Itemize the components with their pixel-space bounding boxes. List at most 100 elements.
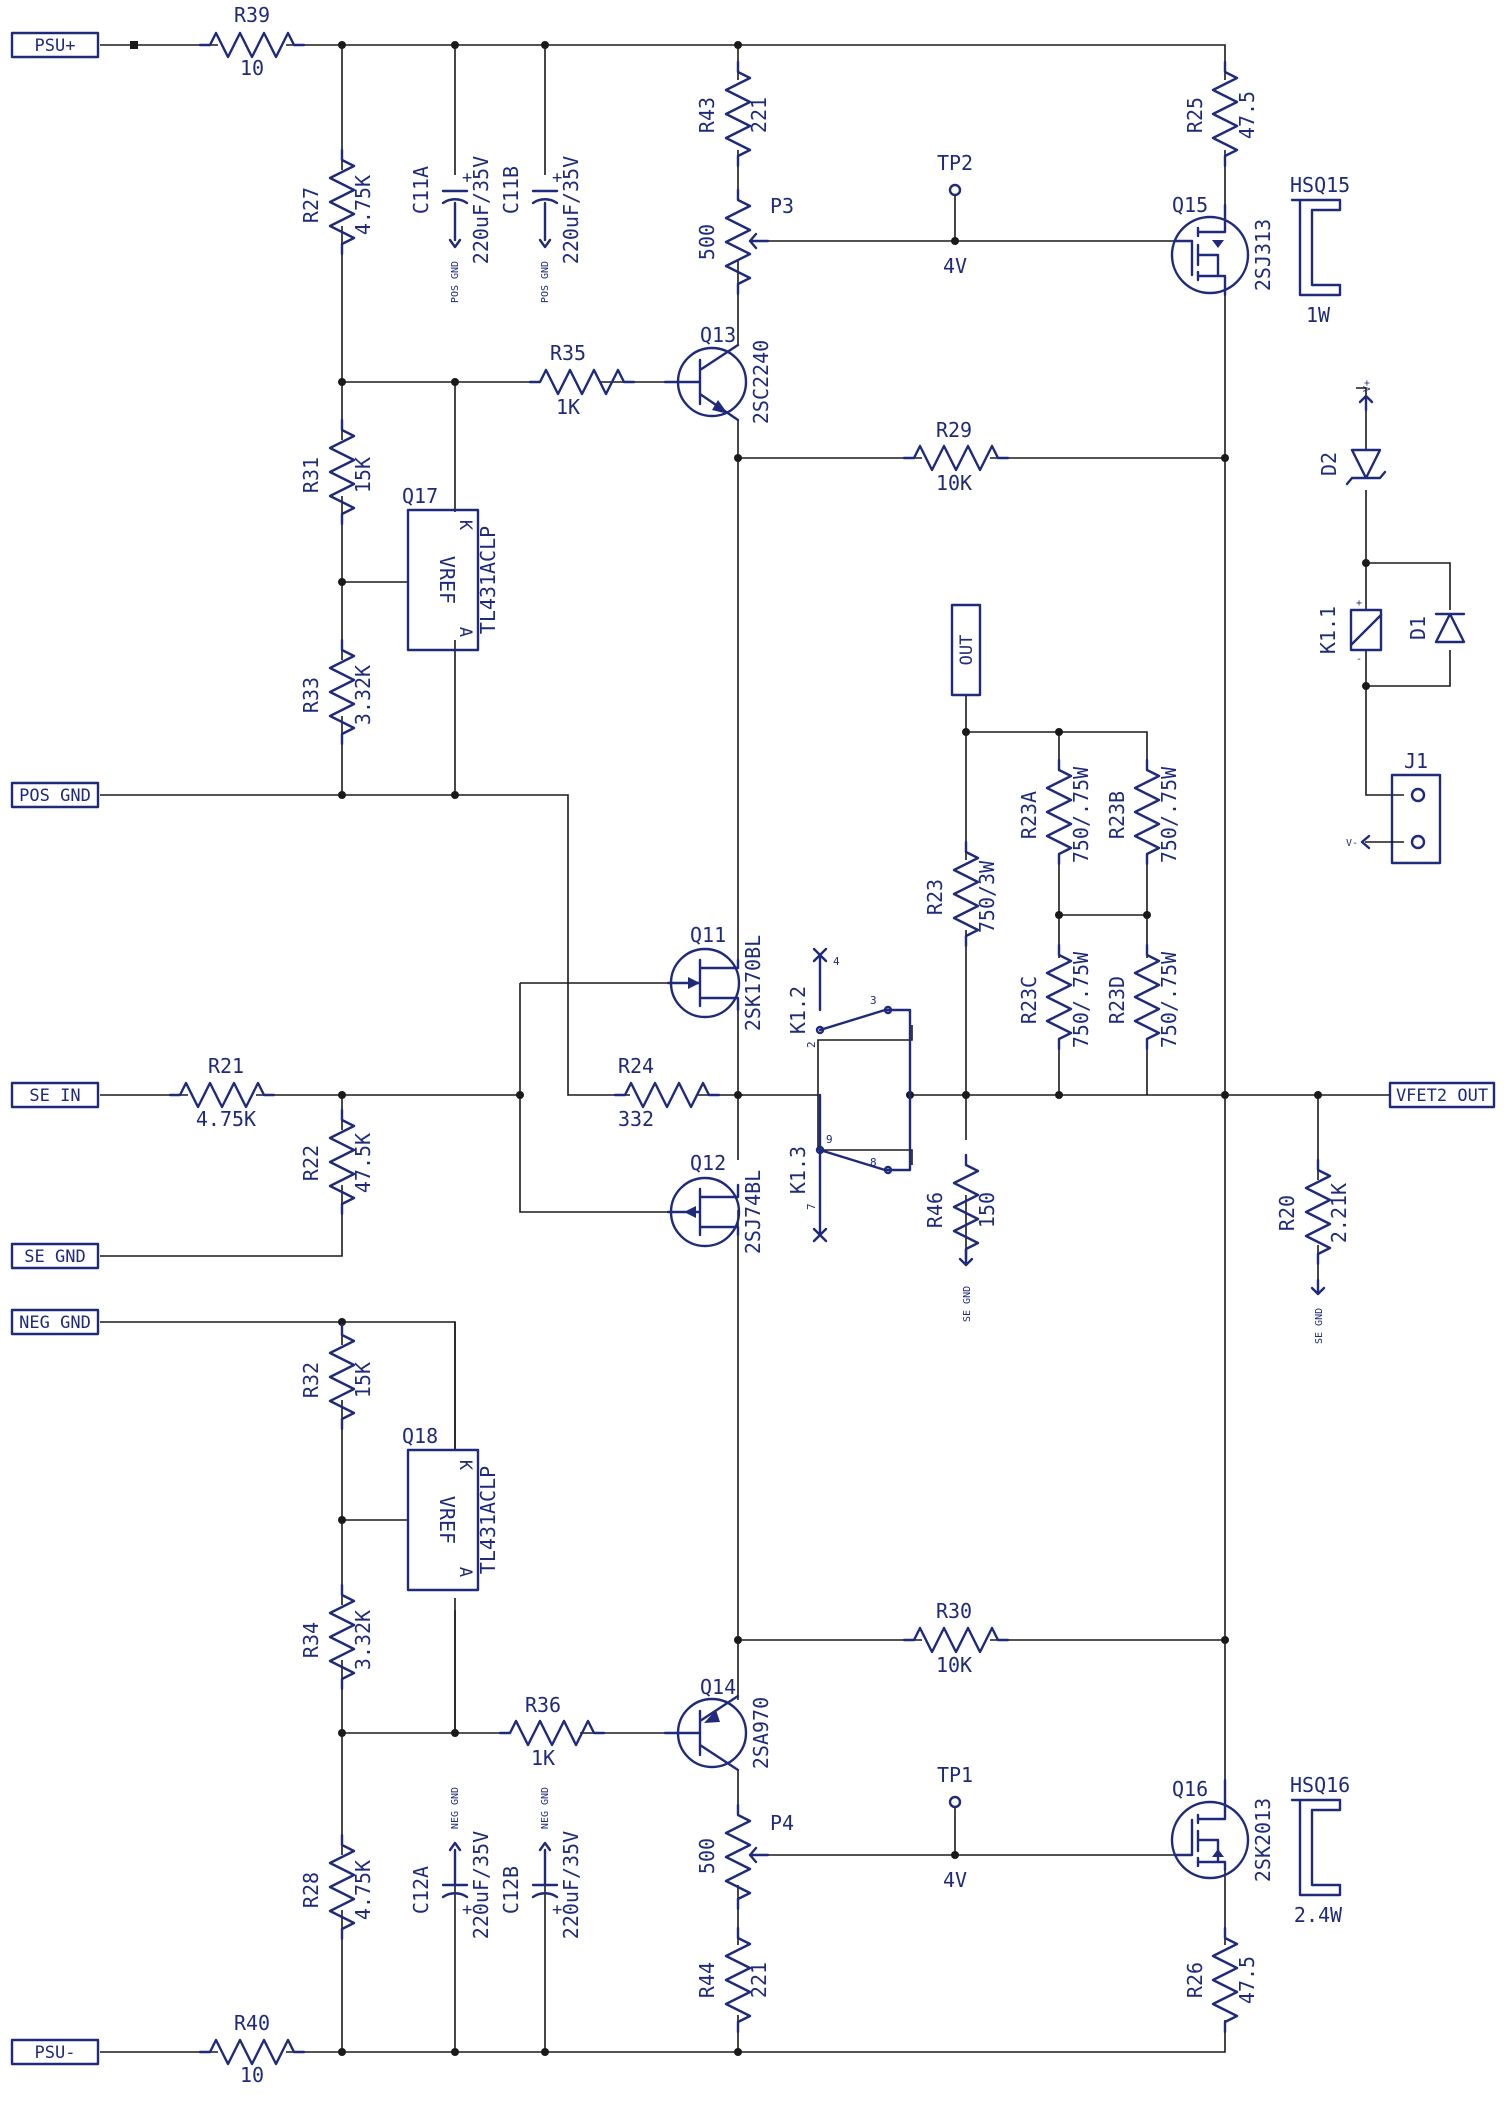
svg-text:HSQ15: HSQ15	[1290, 173, 1350, 197]
resistor-r23d: R23D 750/.75W	[1105, 943, 1181, 1051]
svg-text:J1: J1	[1404, 749, 1428, 773]
svg-text:7: 7	[805, 1203, 818, 1210]
svg-text:SE GND: SE GND	[962, 1286, 973, 1322]
svg-text:4.75K: 4.75K	[196, 1107, 256, 1131]
resistor-r24: R24 332	[613, 1054, 721, 1131]
svg-text:OUT: OUT	[957, 635, 977, 666]
svg-text:C11A: C11A	[409, 166, 433, 214]
resistor-r26: R26 47.5	[1183, 1926, 1259, 2034]
resistor-r40: R40 10	[198, 2011, 306, 2087]
svg-text:4V: 4V	[943, 1868, 967, 1892]
resistor-r28: R28 4.75K	[299, 1833, 375, 1941]
svg-text:A: A	[455, 627, 475, 637]
svg-text:4V: 4V	[943, 254, 967, 278]
svg-text:9: 9	[826, 1133, 833, 1146]
svg-text:R24: R24	[618, 1054, 654, 1078]
svg-text:Q11: Q11	[690, 923, 726, 947]
svg-text:R21: R21	[208, 1054, 244, 1078]
se-gnd-r46: SE GND	[958, 1248, 974, 1322]
svg-text:TP2: TP2	[937, 151, 973, 175]
svg-text:2.4W: 2.4W	[1294, 1903, 1343, 1927]
se-gnd-r20: SE GND	[1310, 1278, 1326, 1344]
svg-text:POS GND: POS GND	[540, 261, 551, 303]
svg-text:+: +	[462, 1900, 472, 1920]
svg-text:R43: R43	[695, 97, 719, 133]
svg-text:HSQ16: HSQ16	[1290, 1773, 1350, 1797]
resistor-r29: R29 10K	[902, 418, 1010, 495]
svg-text:220uF/35V: 220uF/35V	[469, 156, 493, 264]
svg-text:VFET2 OUT: VFET2 OUT	[1396, 1086, 1488, 1106]
svg-text:R35: R35	[550, 341, 586, 365]
svg-text:R22: R22	[299, 1145, 323, 1181]
capacitor-c11a: + C11A 220uF/35V POS GND	[409, 156, 493, 303]
svg-text:Q15: Q15	[1172, 193, 1208, 217]
svg-text:SE GND: SE GND	[1314, 1308, 1325, 1344]
testpoint-tp1: TP1 4V	[937, 1763, 973, 1892]
regulator-q17: Q17 VREF K A TL431ACLP	[402, 484, 500, 652]
diode-d2: D2	[1317, 448, 1387, 486]
testpoint-tp2: TP2 4V	[937, 151, 973, 278]
port-psu-pos: PSU+	[10, 31, 100, 59]
svg-text:2.21K: 2.21K	[1327, 1183, 1351, 1243]
wires	[100, 44, 1451, 2053]
svg-text:R34: R34	[299, 1622, 323, 1658]
svg-text:3: 3	[870, 994, 877, 1007]
port-se-in: SE IN	[10, 1081, 100, 1109]
heatsink-hsq16: HSQ16 2.4W	[1290, 1773, 1350, 1927]
svg-text:K: K	[455, 520, 475, 531]
svg-text:15K: 15K	[351, 1362, 375, 1398]
resistor-r20: R20 2.21K	[1275, 1158, 1351, 1266]
svg-text:R44: R44	[695, 1962, 719, 1998]
port-neg-gnd: NEG GND	[10, 1308, 100, 1336]
svg-text:2SC2240: 2SC2240	[749, 340, 773, 424]
port-vfet2-out: VFET2 OUT	[1388, 1081, 1496, 1109]
resistor-r44: R44 221	[695, 1926, 771, 2034]
svg-text:K: K	[455, 1460, 475, 1471]
svg-text:R20: R20	[1275, 1195, 1299, 1231]
svg-text:-: -	[1356, 654, 1362, 665]
svg-text:R23A: R23A	[1017, 791, 1041, 839]
svg-text:R36: R36	[525, 1693, 561, 1717]
svg-text:750/.75W: 750/.75W	[1069, 766, 1093, 863]
resistor-r23: R23 750/3W	[923, 840, 999, 948]
svg-text:150: 150	[975, 1192, 999, 1228]
svg-text:4.75K: 4.75K	[351, 1860, 375, 1920]
relay-contact-k1-2: 4 2 3 K1.2	[786, 947, 912, 1097]
svg-text:VREF: VREF	[435, 1496, 459, 1544]
svg-text:10K: 10K	[936, 471, 972, 495]
relay-coil-k1-1: + - K1.1	[1316, 598, 1383, 665]
svg-text:221: 221	[747, 97, 771, 133]
svg-text:R23C: R23C	[1017, 976, 1041, 1024]
pot-p4: P4 500	[695, 1803, 794, 1911]
svg-text:Q17: Q17	[402, 484, 438, 508]
svg-text:R26: R26	[1183, 1962, 1207, 1998]
transistor-q14: Q14 2SA970	[663, 1675, 773, 1772]
svg-text:NEG GND: NEG GND	[450, 1787, 461, 1829]
resistor-r23a: R23A 750/.75W	[1017, 758, 1093, 866]
svg-text:SE IN: SE IN	[29, 1086, 80, 1106]
svg-text:R23B: R23B	[1105, 791, 1129, 839]
svg-text:Q12: Q12	[690, 1151, 726, 1175]
svg-text:221: 221	[747, 1962, 771, 1998]
svg-text:+: +	[462, 168, 472, 188]
port-out: OUT	[950, 603, 982, 697]
v-plus-label: V+	[1358, 380, 1374, 412]
port-psu-neg: PSU-	[10, 2038, 100, 2066]
svg-text:1K: 1K	[556, 395, 580, 419]
resistor-r23b: R23B 750/.75W	[1105, 758, 1181, 866]
port-se-gnd: SE GND	[10, 1242, 100, 1270]
svg-text:P3: P3	[770, 194, 794, 218]
transistor-q11: Q11 2SK170BL	[666, 923, 765, 1031]
resistor-r35: R35 1K	[528, 341, 636, 419]
resistor-r46: R46 150	[923, 1153, 999, 1261]
svg-text:R23: R23	[923, 879, 947, 915]
svg-text:8: 8	[870, 1156, 877, 1169]
svg-text:15K: 15K	[351, 457, 375, 493]
svg-text:C11B: C11B	[499, 166, 523, 214]
heatsink-hsq15: HSQ15 1W	[1290, 173, 1350, 327]
resistor-r22: R22 47.5K	[299, 1108, 375, 1216]
transistor-q13: Q13 2SC2240	[663, 323, 773, 424]
resistor-r25: R25 47.5	[1183, 60, 1259, 168]
svg-text:47.5: 47.5	[1235, 91, 1259, 139]
